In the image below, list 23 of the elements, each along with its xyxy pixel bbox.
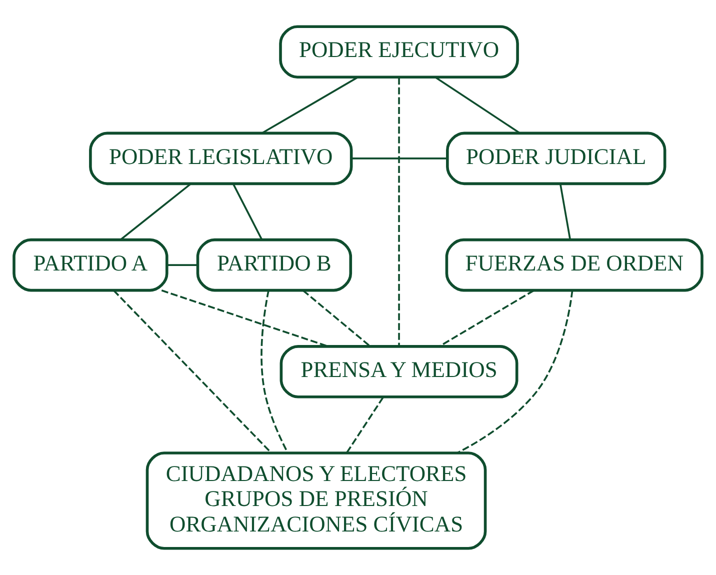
connector bbox=[346, 396, 384, 454]
connector bbox=[161, 290, 328, 348]
connector bbox=[456, 290, 574, 454]
node-box: PODER EJECUTIVO bbox=[279, 25, 519, 78]
connector bbox=[559, 184, 572, 240]
connector bbox=[352, 158, 448, 160]
node-box: PARTIDO B bbox=[196, 238, 352, 292]
connector bbox=[434, 76, 520, 134]
connector bbox=[260, 290, 288, 453]
connector bbox=[113, 290, 272, 454]
connector bbox=[232, 184, 263, 240]
connector bbox=[439, 290, 534, 348]
node-box: FUERZAS DE ORDEN bbox=[445, 238, 704, 292]
connector bbox=[398, 78, 400, 346]
node-box: PARTIDO A bbox=[12, 238, 168, 292]
node-box: PRENSA Y MEDIOS bbox=[280, 345, 518, 398]
node-box: CIUDADANOS Y ELECTORES GRUPOS DE PRESIÓN ORGANIZACIONES CÍVICAS bbox=[146, 452, 487, 550]
connector bbox=[167, 264, 198, 266]
connector bbox=[262, 76, 358, 134]
connector bbox=[120, 183, 192, 240]
connector bbox=[302, 290, 371, 348]
node-box: PODER LEGISLATIVO bbox=[89, 132, 353, 186]
node-box: PODER JUDICIAL bbox=[446, 132, 666, 186]
